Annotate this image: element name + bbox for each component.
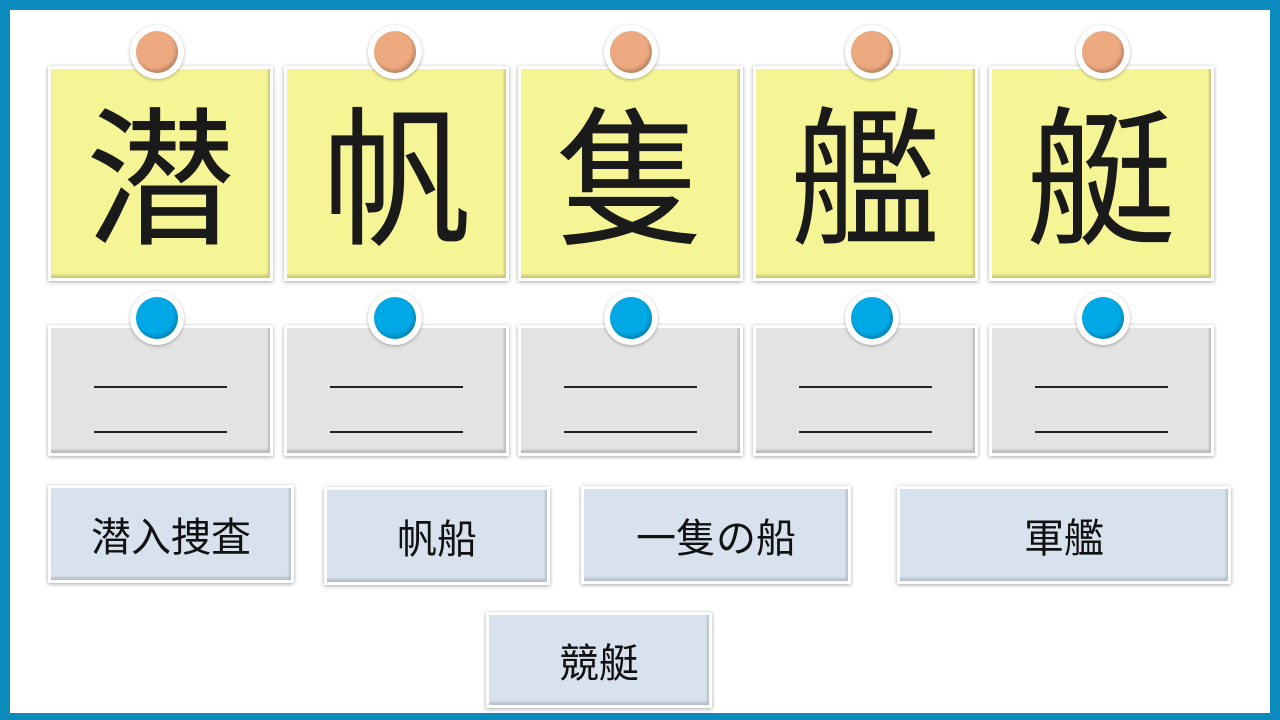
blank-line: [564, 386, 697, 388]
blue-pin-icon: [845, 291, 899, 345]
blank-line: [799, 386, 932, 388]
kanji: 隻: [555, 95, 706, 269]
blank-line: [564, 431, 697, 433]
blank-line: [330, 431, 463, 433]
blank-line: [1035, 386, 1168, 388]
choice-button-3[interactable]: 一隻の船: [581, 486, 851, 584]
kanji-card-2: 帆: [284, 66, 509, 281]
orange-pin-icon: [1076, 25, 1130, 79]
kanji: 潜: [85, 95, 236, 269]
answer-card-5[interactable]: [989, 325, 1214, 456]
orange-pin-icon: [130, 25, 184, 79]
kanji: 艇: [1026, 95, 1177, 269]
kanji-card-4: 艦: [753, 66, 978, 281]
slide: 潜 帆 隻 艦 艇 潜入捜査 帆船 一隻の船 軍艦 競艇: [10, 10, 1270, 713]
choice-button-2[interactable]: 帆船: [324, 487, 550, 585]
blank-line: [1035, 431, 1168, 433]
blank-line: [94, 386, 227, 388]
blue-pin-icon: [604, 291, 658, 345]
blue-pin-icon: [368, 291, 422, 345]
answer-card-4[interactable]: [753, 325, 978, 456]
orange-pin-icon: [368, 25, 422, 79]
kanji-card-1: 潜: [48, 66, 273, 281]
answer-card-3[interactable]: [518, 325, 743, 456]
orange-pin-icon: [604, 25, 658, 79]
blue-pin-icon: [1076, 291, 1130, 345]
choice-button-5[interactable]: 競艇: [486, 612, 712, 708]
blue-pin-icon: [130, 291, 184, 345]
choice-button-4[interactable]: 軍艦: [897, 486, 1231, 584]
blank-line: [799, 431, 932, 433]
choice-button-1[interactable]: 潜入捜査: [48, 485, 294, 583]
blank-line: [94, 431, 227, 433]
orange-pin-icon: [845, 25, 899, 79]
kanji-card-5: 艇: [989, 66, 1214, 281]
kanji: 帆: [321, 95, 472, 269]
kanji: 艦: [790, 95, 941, 269]
kanji-card-3: 隻: [518, 66, 743, 281]
blank-line: [330, 386, 463, 388]
